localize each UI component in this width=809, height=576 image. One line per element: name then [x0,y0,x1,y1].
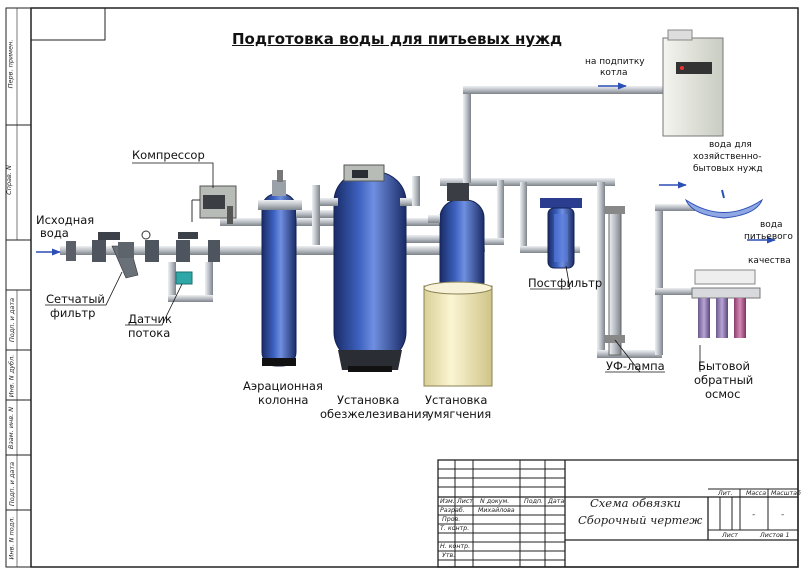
uv-lamp [605,206,625,356]
tb-t-kontr: Т. контр. [440,525,470,532]
label-deferrization-line2: обезжелезивания [320,407,429,421]
tb-n-kontr: Н. контр. [440,543,471,550]
postfilter [540,198,582,269]
softener-tank [423,183,493,387]
label-deferrization-line1: Установка [337,393,400,407]
label-ro-line3: осмос [705,387,741,401]
tb-col-izm: Изм. [440,498,455,505]
label-ro-line2: обратный [694,373,754,387]
label-boiler-line2: котла [600,68,628,78]
label-ro-line1: Бытовой [698,359,750,373]
tb-col-doc: N докум. [480,498,510,505]
stamp-vzam-inv: Взам. инв. N [7,406,16,450]
label-mesh-filter-line1: Сетчатый [46,292,105,306]
mesh-filter [111,242,139,279]
label-aeration-line1: Аэрационная [243,379,323,393]
label-household-line3: бытовых нужд [693,164,763,174]
label-postfilter: Постфильтр [528,276,603,290]
tb-razrab: Разраб. [440,507,465,514]
tb-sheets: Листов 1 [760,532,790,539]
stamp-podp-data-1: Подп. и дата [8,297,17,343]
drawing-title: Подготовка воды для питьевых нужд [232,30,563,48]
tb-lit: Лит. [718,490,733,497]
tb-prov: Пров. [442,516,461,523]
flow-sensor [175,271,193,285]
tb-masshtab: Масштаб [771,490,801,497]
tb-col-date: Дата [548,498,565,505]
label-mesh-filter-line2: фильтр [50,306,96,320]
tb-massa: Масса [746,490,767,497]
stamp-podp-data-2: Подп. и дата [8,461,17,507]
inlet-valves [66,230,220,262]
boiler [662,29,724,137]
stamp-perv-primen: Перв. примен. [6,39,15,89]
label-source-water-line2: вода [40,226,69,240]
label-softening-line1: Установка [425,393,488,407]
tb-col-sign: Подп. [524,498,544,505]
label-flow-sensor-line2: потока [128,326,171,340]
reverse-osmosis [691,269,761,338]
household-sink [684,189,764,219]
compressor [191,185,237,224]
tb-name-line1: Схема обвязки [590,496,681,510]
tb-masshtab-value: - [781,510,785,520]
label-boiler-line1: на подпитку [585,57,645,67]
stamp-inv-dubl: Инв. N дубл. [7,354,16,398]
label-drinking-line1: вода [760,220,783,230]
tb-sheet: Лист [722,532,738,539]
label-aeration-line2: колонна [258,393,309,407]
label-uv-lamp: УФ-лампа [606,359,665,373]
label-softening-line2: умягчения [427,407,492,421]
label-drinking-line3: качества [748,256,791,266]
main-pipe [60,246,445,255]
tb-col-list: Лист [457,498,473,505]
deferrization-tank [333,164,407,372]
label-household-line2: хозяйственно- [693,152,762,162]
label-flow-sensor-line1: Датчик [128,312,172,326]
tb-name-line2: Сборочный чертеж [578,513,703,527]
tb-massa-value: - [752,510,756,520]
label-compressor: Компрессор [132,148,205,162]
stamp-sprav: Справ. N [4,165,13,195]
label-source-water-line1: Исходная [36,213,95,227]
label-drinking-line2: питьевого [744,232,793,242]
tb-razrab-name: Михайлова [478,507,515,514]
aeration-column [258,170,302,367]
title-block-grid [437,459,799,568]
label-household-line1: вода для [709,140,752,150]
tb-utv: Утв. [442,552,456,559]
stamp-inv-podl: Инв. N подл. [7,516,16,560]
